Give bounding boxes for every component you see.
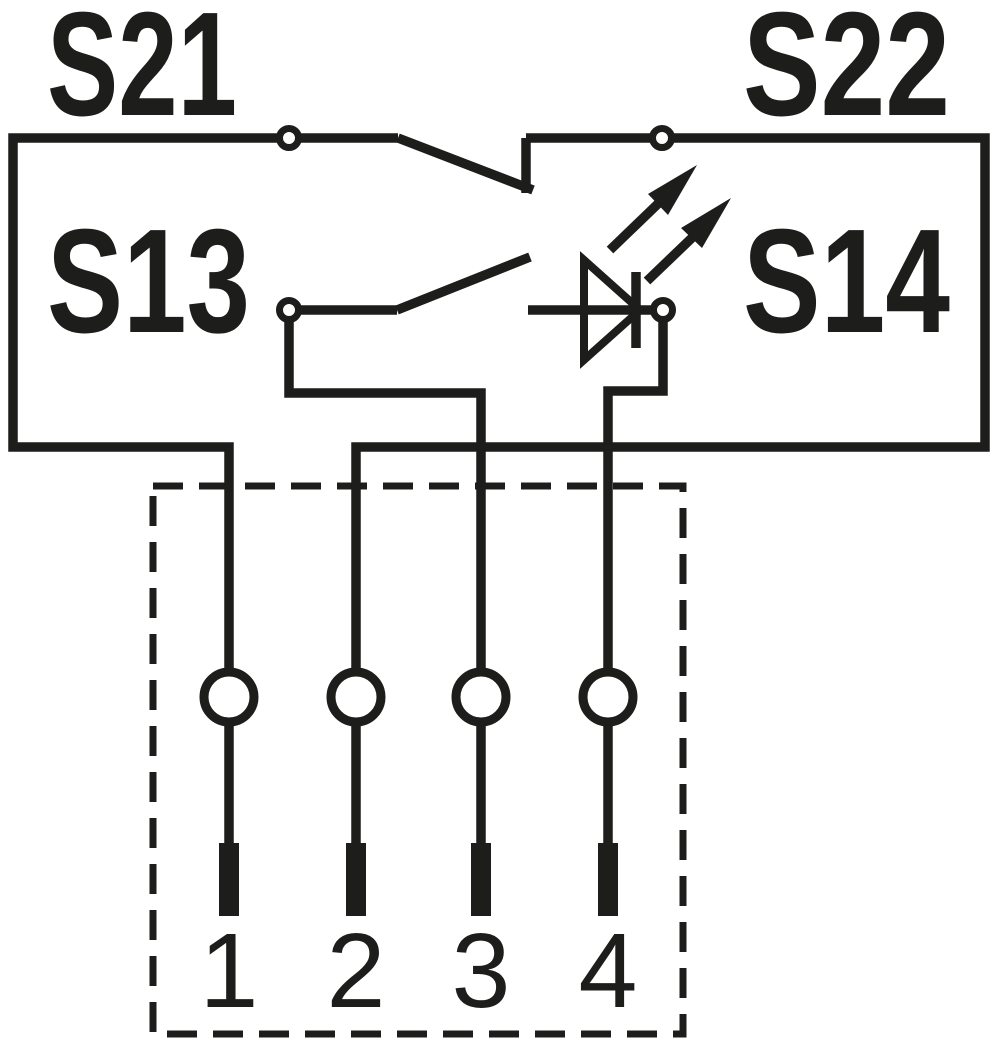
nc-moving-contact xyxy=(396,133,535,195)
terminal-label-s14: S14 xyxy=(743,199,950,364)
connector-contact-3 xyxy=(451,667,511,727)
connector-pin-3 xyxy=(471,843,491,916)
terminal-label-s21: S21 xyxy=(47,0,237,147)
connector-pin-1 xyxy=(219,843,239,916)
wire-s14-to-pin4 xyxy=(603,310,668,843)
terminal-label-s13: S13 xyxy=(47,199,250,364)
connector-pin-4 xyxy=(598,843,618,916)
connector-pin-2 xyxy=(346,843,366,916)
connector-housing-outline xyxy=(149,482,687,1038)
pin-number-3: 3 xyxy=(452,912,511,1030)
led-triangle xyxy=(580,251,647,369)
pin-number-1: 1 xyxy=(200,912,259,1030)
no-moving-contact xyxy=(395,252,532,315)
connector-contact-2 xyxy=(326,667,386,727)
nc-contact-symbol xyxy=(396,133,535,195)
wire-s21-to-pin1 xyxy=(8,133,398,843)
wire-s22-to-pin2 xyxy=(351,133,990,843)
terminal-label-s22: S22 xyxy=(743,0,950,147)
wire-s13-to-pin3 xyxy=(284,310,486,843)
connector-contact-1 xyxy=(199,667,259,727)
led-emission-arrow-1 xyxy=(606,165,697,254)
pin-number-4: 4 xyxy=(579,912,638,1030)
led-icon xyxy=(580,165,731,369)
pin-number-2: 2 xyxy=(327,912,386,1030)
connector-contact-4 xyxy=(578,667,638,727)
led-emission-arrow-2 xyxy=(643,198,731,285)
terminal-circle-s13 xyxy=(276,297,302,323)
terminal-circle-s14 xyxy=(650,297,676,323)
terminal-circle-s21 xyxy=(276,125,302,151)
terminal-circle-s22 xyxy=(649,125,675,151)
